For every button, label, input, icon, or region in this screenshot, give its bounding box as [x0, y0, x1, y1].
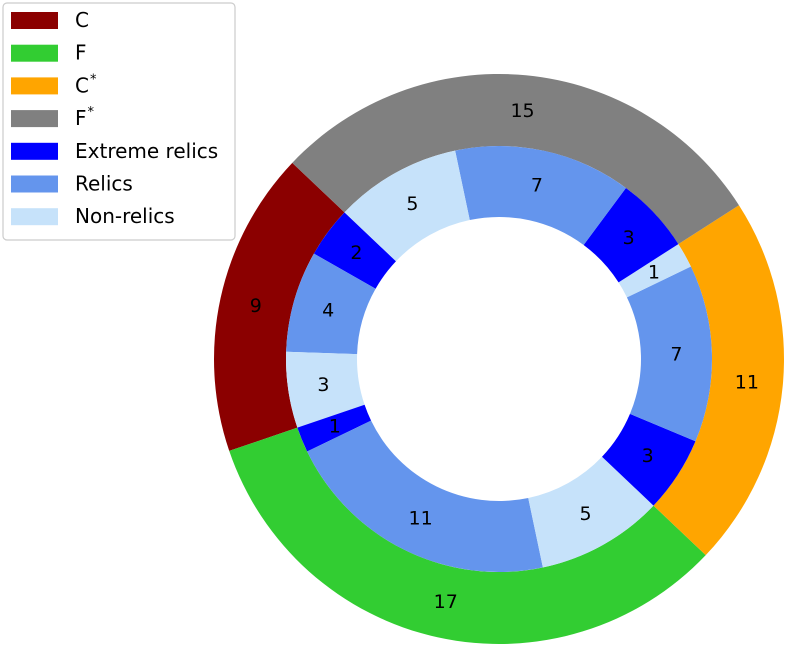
inner-value-label: 3	[317, 374, 329, 396]
inner-slice-f-star-relics	[455, 145, 626, 245]
outer-value-label: 11	[735, 372, 759, 394]
inner-slice-c-non-relics	[286, 351, 365, 428]
outer-slice-f	[229, 427, 706, 644]
inner-value-label: 5	[580, 503, 592, 525]
inner-value-label: 4	[322, 300, 334, 322]
legend-label-f: F	[75, 41, 87, 65]
inner-slice-c-extreme-relics	[313, 212, 396, 289]
legend-label-c-star: C*	[75, 72, 97, 97]
inner-slice-f-star-extreme-relics	[583, 187, 679, 283]
legend-swatch-c-star	[11, 77, 58, 95]
outer-value-label: 9	[250, 295, 262, 317]
legend-swatch-c	[11, 12, 58, 29]
inner-slice-f-star-non-relics	[344, 150, 470, 262]
outer-slice-c	[213, 162, 345, 451]
inner-slice-f-relics	[307, 420, 543, 572]
inner-value-label: 7	[670, 343, 682, 365]
inner-value-label: 1	[648, 261, 660, 283]
legend-label-non-relics: Non-relics	[75, 204, 175, 228]
inner-value-label: 1	[329, 415, 341, 437]
legend-label-relics: Relics	[75, 172, 133, 196]
legend-label-extreme-relics: Extreme relics	[75, 139, 218, 163]
inner-value-label: 5	[406, 193, 418, 215]
inner-value-label: 7	[531, 175, 543, 197]
inner-value-label: 3	[642, 445, 654, 467]
legend-swatch-f-star	[11, 110, 58, 128]
legend-frame	[2, 2, 236, 241]
legend-swatch-relics	[11, 175, 58, 193]
donut-rings	[213, 73, 784, 644]
inner-slice-c-relics	[286, 253, 376, 355]
legend-swatch-extreme-relics	[11, 142, 58, 160]
legend-swatch-non-relics	[11, 208, 58, 226]
inner-value-label: 3	[623, 227, 635, 249]
inner-slice-f-non-relics	[528, 456, 654, 568]
legend-label-c: C	[75, 8, 89, 32]
inner-value-label: 2	[350, 242, 362, 264]
outer-value-label: 17	[434, 591, 458, 613]
outer-slice-c-star	[653, 205, 784, 556]
inner-slice-c-star-extreme-relics	[602, 413, 696, 506]
outer-value-label: 15	[510, 100, 534, 122]
inner-slice-c-star-non-relics	[618, 244, 691, 298]
outer-slice-f-star	[292, 73, 739, 245]
inner-value-label: 11	[409, 507, 433, 529]
inner-slice-c-star-relics	[626, 266, 712, 442]
legend-label-f-star: F*	[75, 105, 95, 130]
legend-swatch-f	[11, 44, 58, 62]
inner-slice-f-extreme-relics	[297, 404, 372, 452]
